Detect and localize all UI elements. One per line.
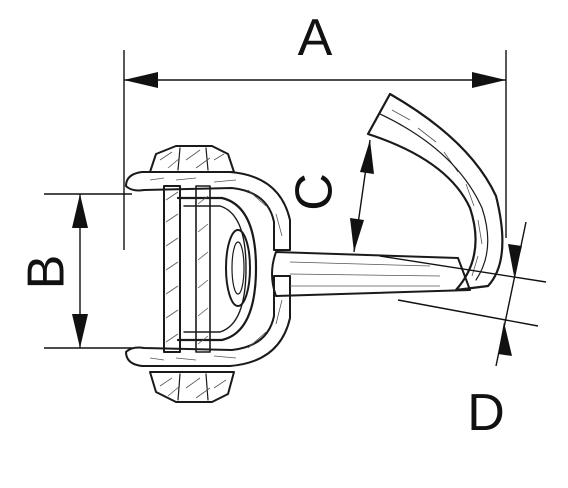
dimension-b: B [18, 193, 132, 349]
vertical-bolt [163, 185, 211, 353]
dimension-a-arrow-left [124, 72, 158, 88]
dimension-a-label: A [298, 9, 333, 67]
bracket-bottom-flange [125, 275, 291, 367]
dimension-a-arrow-right [472, 72, 506, 88]
swivel-eye [225, 229, 251, 307]
hook-curve [366, 92, 504, 292]
top-nut [149, 145, 235, 173]
dimension-c: C [286, 139, 374, 253]
dimension-b-label: B [18, 255, 76, 290]
dimension-c-label: C [286, 173, 344, 211]
dimension-a: A [123, 9, 507, 250]
dimension-c-arrow-bottom [350, 218, 364, 252]
dimension-d-label: D [467, 384, 505, 442]
hook-shank [271, 251, 471, 297]
dimension-d: D [379, 221, 547, 442]
dimension-b-arrow-bottom [72, 314, 88, 348]
inner-d-ring [176, 196, 258, 342]
bracket-top-flange [125, 171, 291, 251]
dimension-c-arrow-top [360, 140, 374, 174]
swivel-hook-part [125, 92, 504, 403]
bottom-nut [149, 371, 235, 403]
dimension-d-arrow-top [508, 244, 522, 276]
dimension-b-arrow-top [72, 194, 88, 228]
dimension-d-arrow-bottom [498, 322, 512, 356]
